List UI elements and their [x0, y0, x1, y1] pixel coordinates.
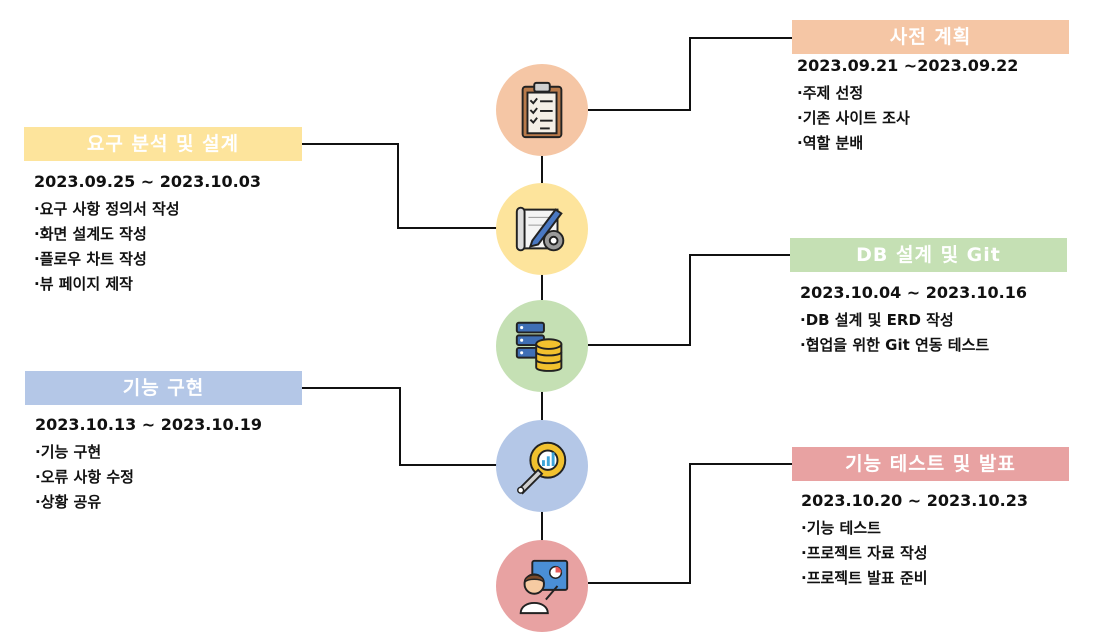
phase-2-title: 요구 분석 및 설계: [24, 127, 302, 161]
phase-1-details: 2023.09.21 ~2023.09.22 ·주제 선정 ·기존 사이트 조사…: [797, 56, 1018, 156]
phase-4-item: ·상황 공유: [35, 493, 102, 511]
phase-3-item: ·DB 설계 및 ERD 작성: [800, 311, 954, 329]
phase-4-details: 2023.10.13 ~ 2023.10.19 ·기능 구현 ·오류 사항 수정…: [35, 415, 262, 515]
database-server-icon: [515, 321, 563, 372]
phase-3-circle: [496, 300, 588, 392]
connector-phase-1: [588, 37, 792, 111]
phase-5-details: 2023.10.20 ~ 2023.10.23 ·기능 테스트 ·프로젝트 자료…: [801, 491, 1028, 591]
phase-5-item: ·프로젝트 발표 준비: [801, 569, 928, 587]
phase-3-item: ·협업을 위한 Git 연동 테스트: [800, 336, 990, 354]
phase-5-item: ·프로젝트 자료 작성: [801, 544, 928, 562]
phase-3-title: DB 설계 및 Git: [790, 238, 1067, 272]
phase-2-item: ·뷰 페이지 제작: [34, 275, 133, 293]
connector-phase-2: [302, 143, 497, 229]
connector-phase-3: [588, 254, 792, 346]
phase-5-title: 기능 테스트 및 발표: [792, 447, 1069, 481]
phase-2-item: ·플로우 차트 작성: [34, 250, 147, 268]
phase-1-circle: [496, 64, 588, 156]
phase-1-item: ·기존 사이트 조사: [797, 109, 910, 127]
clipboard-checklist-icon: [521, 81, 563, 139]
connector-phase-5: [588, 463, 792, 584]
phase-2-item: ·화면 설계도 작성: [34, 225, 147, 243]
wrench-gear-icon: [517, 441, 567, 495]
blueprint-gear-icon: [515, 206, 565, 252]
connector-phase-4: [302, 387, 497, 466]
phase-5-item: ·기능 테스트: [801, 519, 881, 537]
phase-3-details: 2023.10.04 ~ 2023.10.16 ·DB 설계 및 ERD 작성 …: [800, 283, 1027, 358]
phase-2-details: 2023.09.25 ~ 2023.10.03 ·요구 사항 정의서 작성 ·화…: [34, 172, 261, 297]
presenter-icon: [519, 559, 569, 615]
phase-4-title: 기능 구현: [25, 371, 302, 405]
phase-1-date: 2023.09.21 ~2023.09.22: [797, 56, 1019, 75]
phase-5-date: 2023.10.20 ~ 2023.10.23: [801, 491, 1028, 510]
phase-1-item: ·주제 선정: [797, 84, 864, 102]
phase-4-date: 2023.10.13 ~ 2023.10.19: [35, 415, 262, 434]
phase-4-item: ·오류 사항 수정: [35, 468, 134, 486]
phase-3-date: 2023.10.04 ~ 2023.10.16: [800, 283, 1027, 302]
phase-1-title: 사전 계획: [792, 20, 1069, 54]
phase-5-circle: [496, 540, 588, 632]
phase-2-item: ·요구 사항 정의서 작성: [34, 200, 180, 218]
phase-2-date: 2023.09.25 ~ 2023.10.03: [34, 172, 261, 191]
phase-1-item: ·역할 분배: [797, 134, 864, 152]
phase-4-circle: [496, 420, 588, 512]
phase-4-item: ·기능 구현: [35, 443, 102, 461]
phase-2-circle: [496, 183, 588, 275]
